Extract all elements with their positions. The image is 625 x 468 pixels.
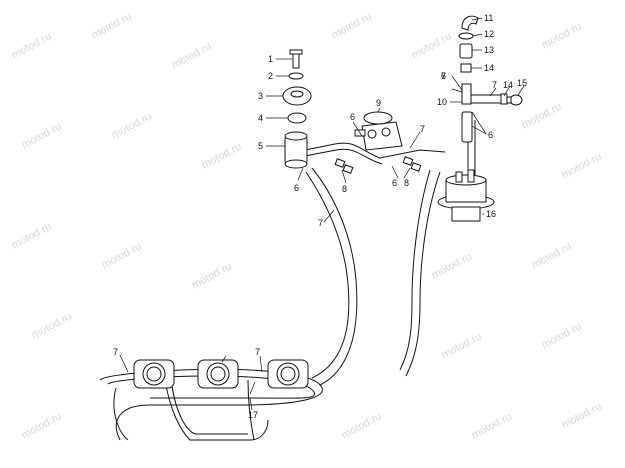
callout-8: 8: [404, 178, 409, 188]
callout-7: 7: [420, 124, 425, 134]
callout-13: 13: [484, 45, 494, 55]
callout-10: 10: [437, 97, 447, 107]
throttle-body-part: [197, 359, 239, 389]
fitting-part: [459, 43, 473, 59]
elbow-fitting-part: [461, 15, 479, 31]
hose-clamp-part: [402, 156, 422, 172]
fuel-filter-part: [354, 111, 403, 151]
callout-16: 16: [486, 209, 496, 219]
check-valve-part: [506, 94, 523, 106]
callout-6: 6: [441, 71, 446, 81]
callout-7: 7: [113, 347, 118, 357]
pressure-regulator-part: [284, 131, 308, 169]
callout-6: 6: [350, 112, 355, 122]
washer-part: [288, 72, 304, 80]
callout-12: 12: [484, 29, 494, 39]
hose-lines: [99, 120, 476, 441]
callout-7: 7: [318, 218, 323, 228]
callout-7: 7: [492, 80, 497, 90]
callout-9: 9: [376, 98, 381, 108]
callout-5: 5: [258, 141, 263, 151]
callout-6: 6: [488, 130, 493, 140]
callout-4: 4: [258, 113, 263, 123]
hose-clamp-part: [334, 158, 354, 174]
bolt-part: [289, 49, 303, 69]
callout-14: 14: [484, 63, 494, 73]
tee-connector-part: [461, 83, 508, 105]
callout-2: 2: [268, 71, 273, 81]
leader-lines: [119, 17, 525, 411]
o-ring-part: [458, 32, 474, 40]
callout-8: 8: [342, 184, 347, 194]
callout-3: 3: [258, 91, 263, 101]
fuel-pump-part: [437, 169, 495, 222]
regulator-cover-part: [282, 86, 312, 106]
callout-7: 7: [441, 71, 446, 81]
callout-17: 17: [248, 410, 258, 420]
callout-1: 1: [268, 54, 273, 64]
inline-connector-part: [461, 111, 473, 143]
callout-14: 14: [503, 80, 513, 90]
callout-11: 11: [484, 13, 493, 23]
callout-6: 6: [294, 183, 299, 193]
gasket-part: [287, 112, 307, 124]
callout-6: 6: [392, 178, 397, 188]
callout-labels: 1 2 3 4 5 6 6 6 6 6 7 7 7 7 7 7 8 8 9 10…: [113, 13, 527, 420]
callout-7: 7: [255, 347, 260, 357]
callout-15: 15: [517, 78, 527, 88]
throttle-body-part: [133, 359, 175, 389]
throttle-body-part: [267, 359, 309, 389]
nut-part: [460, 63, 472, 73]
